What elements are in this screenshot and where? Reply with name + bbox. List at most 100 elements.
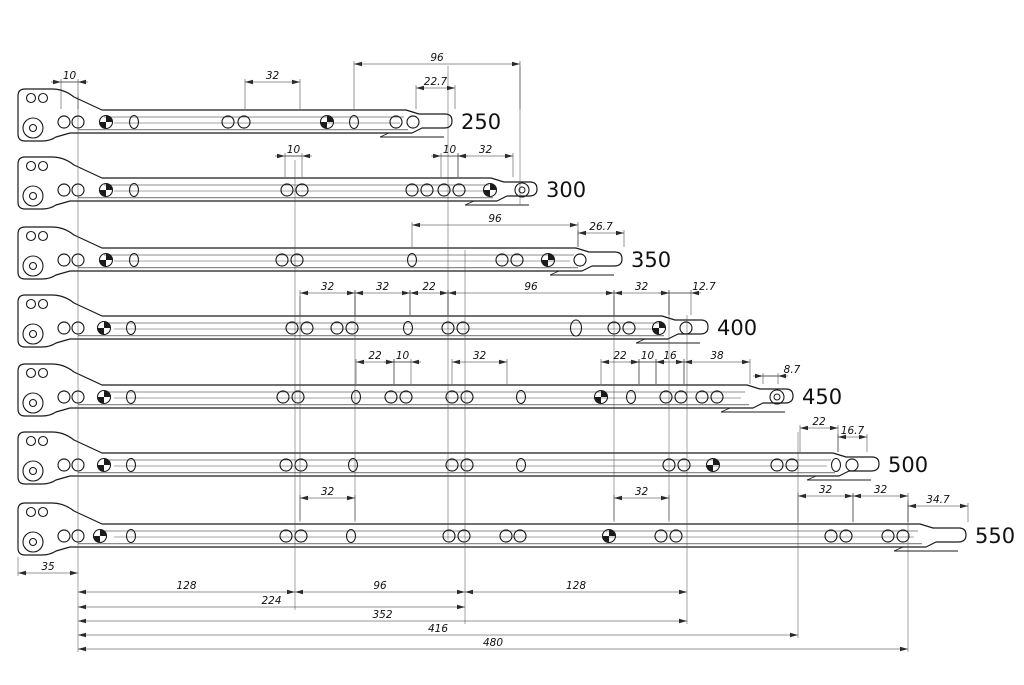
- dimension: 32: [354, 281, 411, 315]
- dimension: 10: [275, 144, 312, 177]
- dimension-value: 96: [488, 213, 502, 225]
- hole-icon: [57, 529, 71, 543]
- pivot-hole-icon: [22, 531, 44, 553]
- dimension-value: 34.7: [926, 494, 950, 506]
- slot-icon: [128, 182, 140, 198]
- dimension: 35: [18, 561, 78, 576]
- mount-hole-icon: [25, 367, 37, 379]
- dimension: 96: [447, 281, 615, 315]
- slot-icon: [128, 114, 140, 130]
- dimension: 352: [78, 609, 687, 624]
- hole-icon: [499, 529, 513, 543]
- mount-hole-icon: [25, 435, 37, 447]
- hole-icon: [770, 458, 784, 472]
- hole-icon: [279, 458, 293, 472]
- rail-outline: [17, 502, 967, 556]
- dimension-value: 12.7: [692, 281, 716, 293]
- pivot-hole-center-icon: [28, 191, 38, 201]
- pivot-hole-center-icon: [28, 261, 38, 271]
- hole-icon: [300, 321, 314, 335]
- hole-icon: [510, 253, 524, 267]
- slot-icon: [350, 389, 362, 405]
- hole-icon: [276, 390, 290, 404]
- hole-icon: [445, 458, 459, 472]
- dimension: 22: [409, 281, 449, 315]
- slot-icon: [402, 320, 414, 336]
- mount-hole-icon: [37, 367, 49, 379]
- hole-icon: [237, 115, 251, 129]
- hole-icon: [437, 183, 451, 197]
- mount-hole-icon: [37, 506, 49, 518]
- slot-icon: [128, 252, 140, 268]
- hole-icon: [399, 390, 413, 404]
- slot-icon: [515, 389, 527, 405]
- hole-icon: [295, 183, 309, 197]
- hole-icon: [679, 321, 693, 335]
- dimension: 12.7: [659, 281, 716, 315]
- dimension: 38: [683, 350, 751, 384]
- hole-icon: [845, 458, 859, 472]
- hole-icon: [839, 529, 853, 543]
- dimension-value: 128: [566, 580, 586, 592]
- mount-hole-icon: [25, 298, 37, 310]
- rail-550: 550: [17, 502, 1015, 556]
- rail-outline: [17, 431, 880, 485]
- slot-icon: [625, 389, 637, 405]
- dimension-value: 96: [524, 281, 538, 293]
- slot-icon: [347, 457, 359, 473]
- dimension-value: 10: [641, 350, 655, 362]
- mount-hole-icon: [37, 92, 49, 104]
- dimension: 32: [299, 486, 356, 522]
- dimension: 32: [613, 486, 670, 522]
- dimension-value: 22: [613, 350, 627, 362]
- mount-hole-icon: [37, 298, 49, 310]
- hole-icon: [285, 321, 299, 335]
- hole-icon: [896, 529, 910, 543]
- dimension-value: 35: [41, 561, 55, 573]
- dimension-value: 16: [663, 350, 677, 362]
- dimension: 128: [78, 580, 295, 595]
- ring-hole-icon: [514, 182, 530, 198]
- hole-icon: [275, 253, 289, 267]
- dimension: 416: [78, 623, 798, 638]
- mount-hole-icon: [25, 506, 37, 518]
- dimension-value: 96: [373, 580, 387, 592]
- hole-icon: [420, 183, 434, 197]
- slot-icon: [830, 457, 842, 473]
- dimension-value: 224: [261, 595, 281, 607]
- hole-icon: [57, 183, 71, 197]
- dimension-value: 32: [473, 350, 487, 362]
- mount-hole-icon: [37, 435, 49, 447]
- pivot-hole-center-icon: [28, 537, 38, 547]
- rail-500: 500: [17, 431, 928, 485]
- slot-icon: [125, 320, 137, 336]
- hole-icon: [406, 115, 420, 129]
- dimension-value: 96: [430, 52, 444, 64]
- dimension: 16: [655, 350, 685, 384]
- dimension: 224: [78, 595, 465, 610]
- pivot-hole-icon: [22, 185, 44, 207]
- dimension-value: 16.7: [841, 425, 865, 437]
- rail-length-label: 350: [631, 248, 671, 272]
- dimension: 128: [465, 580, 687, 595]
- dimension: 96: [295, 580, 465, 595]
- pivot-hole-center-icon: [28, 466, 38, 476]
- pivot-hole-center-icon: [28, 123, 38, 133]
- rail-length-label: 250: [461, 110, 501, 134]
- hole-icon: [881, 529, 895, 543]
- dimension-value: 26.7: [589, 221, 613, 233]
- dimension: 96: [353, 52, 521, 109]
- dimension: 22.7: [415, 76, 456, 109]
- hole-icon: [57, 115, 71, 129]
- dimension-value: 32: [635, 486, 649, 498]
- pivot-hole-icon: [22, 460, 44, 482]
- hole-icon: [677, 458, 691, 472]
- hole-icon: [442, 529, 456, 543]
- rail-400: 400: [17, 294, 757, 348]
- hole-icon: [824, 529, 838, 543]
- rail-length-label: 550: [975, 524, 1015, 548]
- dimension: 32: [451, 350, 508, 384]
